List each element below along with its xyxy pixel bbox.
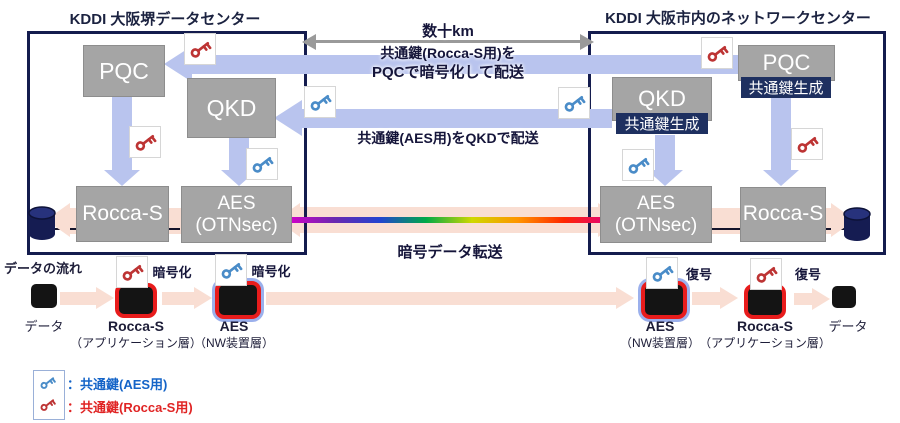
aes-flow-label: AES — [219, 318, 249, 334]
encrypted-transfer-label: 暗号データ転送 — [397, 244, 503, 261]
flow-arrowhead — [616, 287, 634, 309]
qkd-band-arrowhead — [274, 100, 302, 136]
rocca-layer-label: （アプリケーション層） — [70, 336, 202, 350]
pqc-key-delivery-band — [192, 55, 738, 74]
wavelength-rainbow-line — [288, 217, 610, 223]
aes-line2: (OTNsec) — [614, 214, 698, 236]
flow-arrow — [794, 293, 814, 305]
arrowhead-down — [647, 170, 683, 186]
flow-long-arrow — [266, 292, 618, 305]
aes-line1: AES — [636, 192, 676, 214]
rocca-box-right: Rocca-S — [740, 187, 826, 242]
data-flow-title: データの流れ — [4, 261, 83, 276]
aes-layer-label-right: （NW装置層） — [620, 336, 700, 350]
red-key-icon — [129, 126, 161, 158]
blue-key-icon — [246, 148, 278, 180]
rocca-flow-label-right: Rocca-S — [736, 318, 794, 334]
aes-box-left: AES (OTNsec) — [181, 186, 292, 243]
data-label-right: データ — [828, 319, 868, 334]
rocca-layer-label-right: （アプリケーション層） — [699, 336, 831, 350]
red-key-icon — [701, 37, 733, 69]
red-key-icon — [36, 394, 60, 416]
distance-label: 数十km — [422, 23, 474, 40]
red-key-icon — [750, 258, 782, 290]
flow-arrow — [692, 292, 722, 305]
qkd-box-left: QKD — [187, 78, 276, 138]
left-datacenter-frame — [27, 31, 307, 255]
arrowhead-down — [104, 170, 140, 186]
aes-box-right: AES (OTNsec) — [600, 186, 712, 243]
pink-segment — [823, 208, 833, 234]
flow-arrowhead — [720, 287, 738, 309]
aes-encrypted-block — [215, 281, 261, 319]
red-key-icon — [116, 256, 148, 288]
distance-arrowhead-right — [580, 34, 594, 50]
blue-key-icon — [36, 372, 60, 394]
qkd-delivery-label: 共通鍵(AES用)をQKDで配送 — [357, 130, 539, 146]
plain-data-block-right — [832, 286, 856, 308]
legend-key-box — [33, 370, 65, 420]
blue-key-icon — [215, 254, 247, 286]
blue-key-icon — [646, 257, 678, 289]
pink-segment — [68, 208, 78, 234]
red-key-icon — [184, 33, 216, 65]
left-site-title: KDDI 大阪堺データセンター — [69, 11, 261, 28]
flow-arrow — [60, 292, 98, 305]
pqc-keygen-badge: 共通鍵生成 — [741, 77, 831, 98]
blue-key-icon — [622, 149, 654, 181]
qkd-keygen-badge: 共通鍵生成 — [616, 113, 708, 134]
legend-red-label: ：共通鍵(Rocca-S用) — [67, 400, 193, 415]
aes-line2: (OTNsec) — [195, 214, 278, 236]
blue-key-icon — [304, 86, 336, 118]
flow-arrowhead — [96, 287, 114, 309]
data-label-left: データ — [24, 319, 64, 334]
right-networkcenter-frame — [588, 31, 886, 255]
aes-layer-label: （NW装置層） — [194, 336, 274, 350]
database-cylinder-icon — [841, 206, 873, 242]
pqc-to-rocca-arrow-right — [771, 98, 791, 171]
aes-line1: AES — [217, 192, 256, 214]
pqc-delivery-label-1: 共通鍵(Rocca-S用)を — [380, 45, 516, 61]
flow-arrowhead — [194, 287, 212, 309]
rocca-encrypted-block — [115, 283, 157, 318]
qkd-to-aes-arrow-right — [655, 135, 675, 171]
flow-arrowhead — [812, 288, 830, 310]
decrypt-label-1: 復号 — [685, 267, 712, 282]
pqc-box-left: PQC — [83, 45, 165, 97]
pink-segment — [166, 208, 182, 234]
pqc-to-rocca-arrow-left — [112, 95, 132, 171]
pqc-box-right: PQC — [738, 45, 835, 81]
encrypt-label-1: 暗号化 — [152, 265, 192, 280]
plain-data-block — [31, 284, 57, 308]
legend-blue-label: ：共通鍵(AES用) — [67, 377, 168, 392]
qkd-key-delivery-band — [302, 109, 612, 128]
database-cylinder-icon — [26, 205, 58, 241]
blue-key-icon — [558, 87, 590, 119]
rocca-box-left: Rocca-S — [76, 186, 169, 242]
decrypt-label-2: 復号 — [794, 267, 821, 282]
distance-arrow-line — [312, 40, 584, 43]
right-site-title: KDDI 大阪市内のネットワークセンター — [605, 10, 871, 27]
distance-arrowhead-left — [302, 34, 316, 50]
flow-arrow — [162, 292, 196, 305]
encrypt-label-2: 暗号化 — [251, 264, 291, 279]
aes-flow-label-right: AES — [645, 318, 675, 334]
arrowhead-down — [763, 170, 799, 186]
pqc-delivery-label-2: PQCで暗号化して配送 — [371, 64, 525, 81]
qkd-to-aes-arrow-left — [229, 137, 249, 171]
rocca-flow-label: Rocca-S — [107, 318, 165, 334]
red-key-icon — [791, 128, 823, 160]
